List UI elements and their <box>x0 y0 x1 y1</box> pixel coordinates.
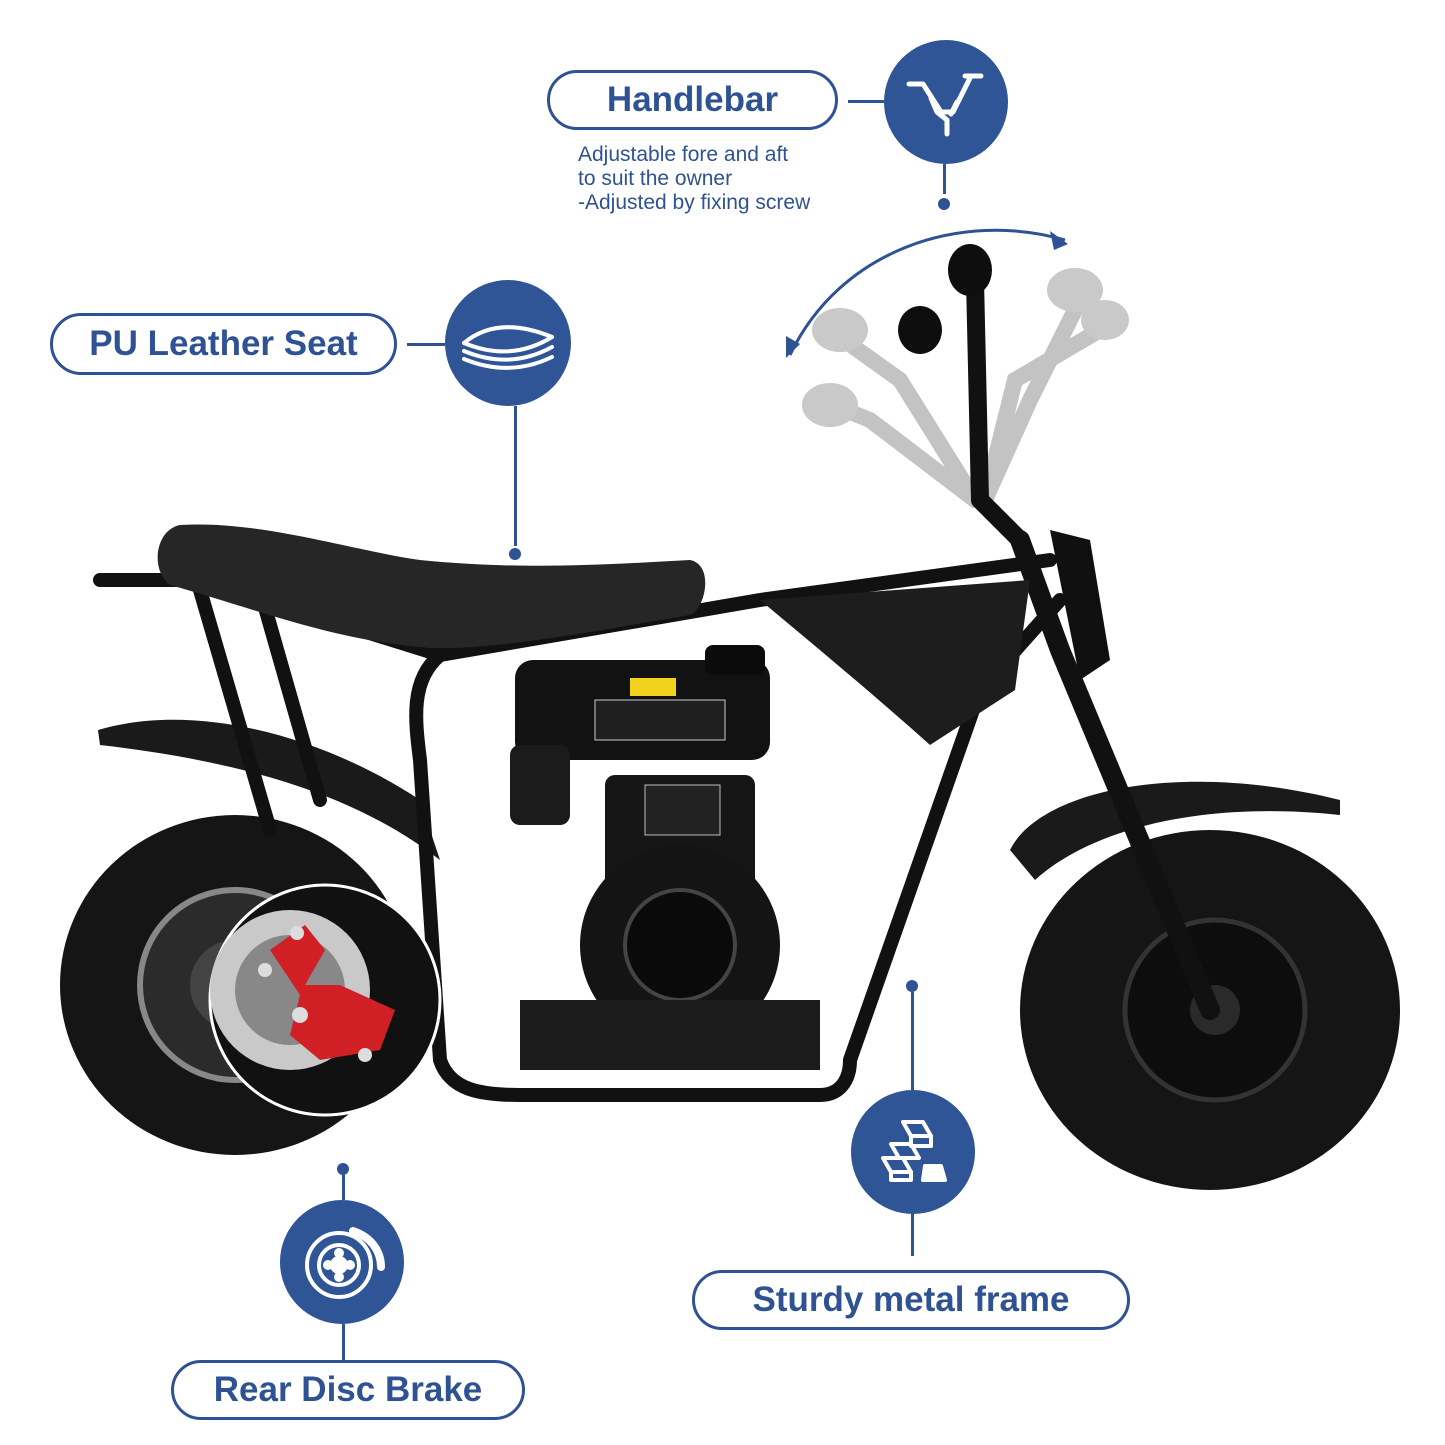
seat-label: PU Leather Seat <box>50 313 397 375</box>
brake-label: Rear Disc Brake <box>171 1360 525 1420</box>
front-fender <box>1010 781 1340 880</box>
handlebar-connector <box>848 100 884 103</box>
handlebar-title: Handlebar <box>606 80 779 119</box>
brake-caliper <box>270 925 395 1060</box>
seat-connector <box>407 343 445 346</box>
disc-brake-icon <box>280 1200 404 1324</box>
handlebar-desc-line-2: to suit the owner <box>578 167 733 190</box>
frame-anchor-dot <box>906 980 918 992</box>
handlebar-label: Handlebar <box>547 70 838 130</box>
brake-title: Rear Disc Brake <box>213 1370 483 1409</box>
frame-title: Sturdy metal frame <box>752 1280 1070 1319</box>
seat-anchor-dot <box>509 548 521 560</box>
seat-title: PU Leather Seat <box>89 324 358 363</box>
handlebar-icon <box>884 40 1008 164</box>
handlebar-anchor-dot <box>938 198 950 210</box>
brake-closeup-inset <box>208 883 442 1117</box>
engine <box>510 645 820 1070</box>
frame-connector-top <box>911 992 914 1090</box>
metal-bars-icon <box>851 1090 975 1214</box>
brake-connector <box>342 1324 345 1360</box>
rear-fender <box>98 719 440 860</box>
handlebar-description: Adjustable fore and aft to suit the owne… <box>578 143 810 215</box>
seat <box>157 524 706 649</box>
side-panel <box>760 580 1030 745</box>
seat-cushion-icon <box>445 280 571 406</box>
frame-label: Sturdy metal frame <box>692 1270 1130 1330</box>
handlebar-desc-line-1: Adjustable fore and aft <box>578 143 789 166</box>
adjust-arc-arrow <box>788 228 1066 356</box>
handlebar-desc-line-3: -Adjusted by fixing screw <box>578 191 811 214</box>
brake-anchor-dot <box>337 1163 349 1175</box>
